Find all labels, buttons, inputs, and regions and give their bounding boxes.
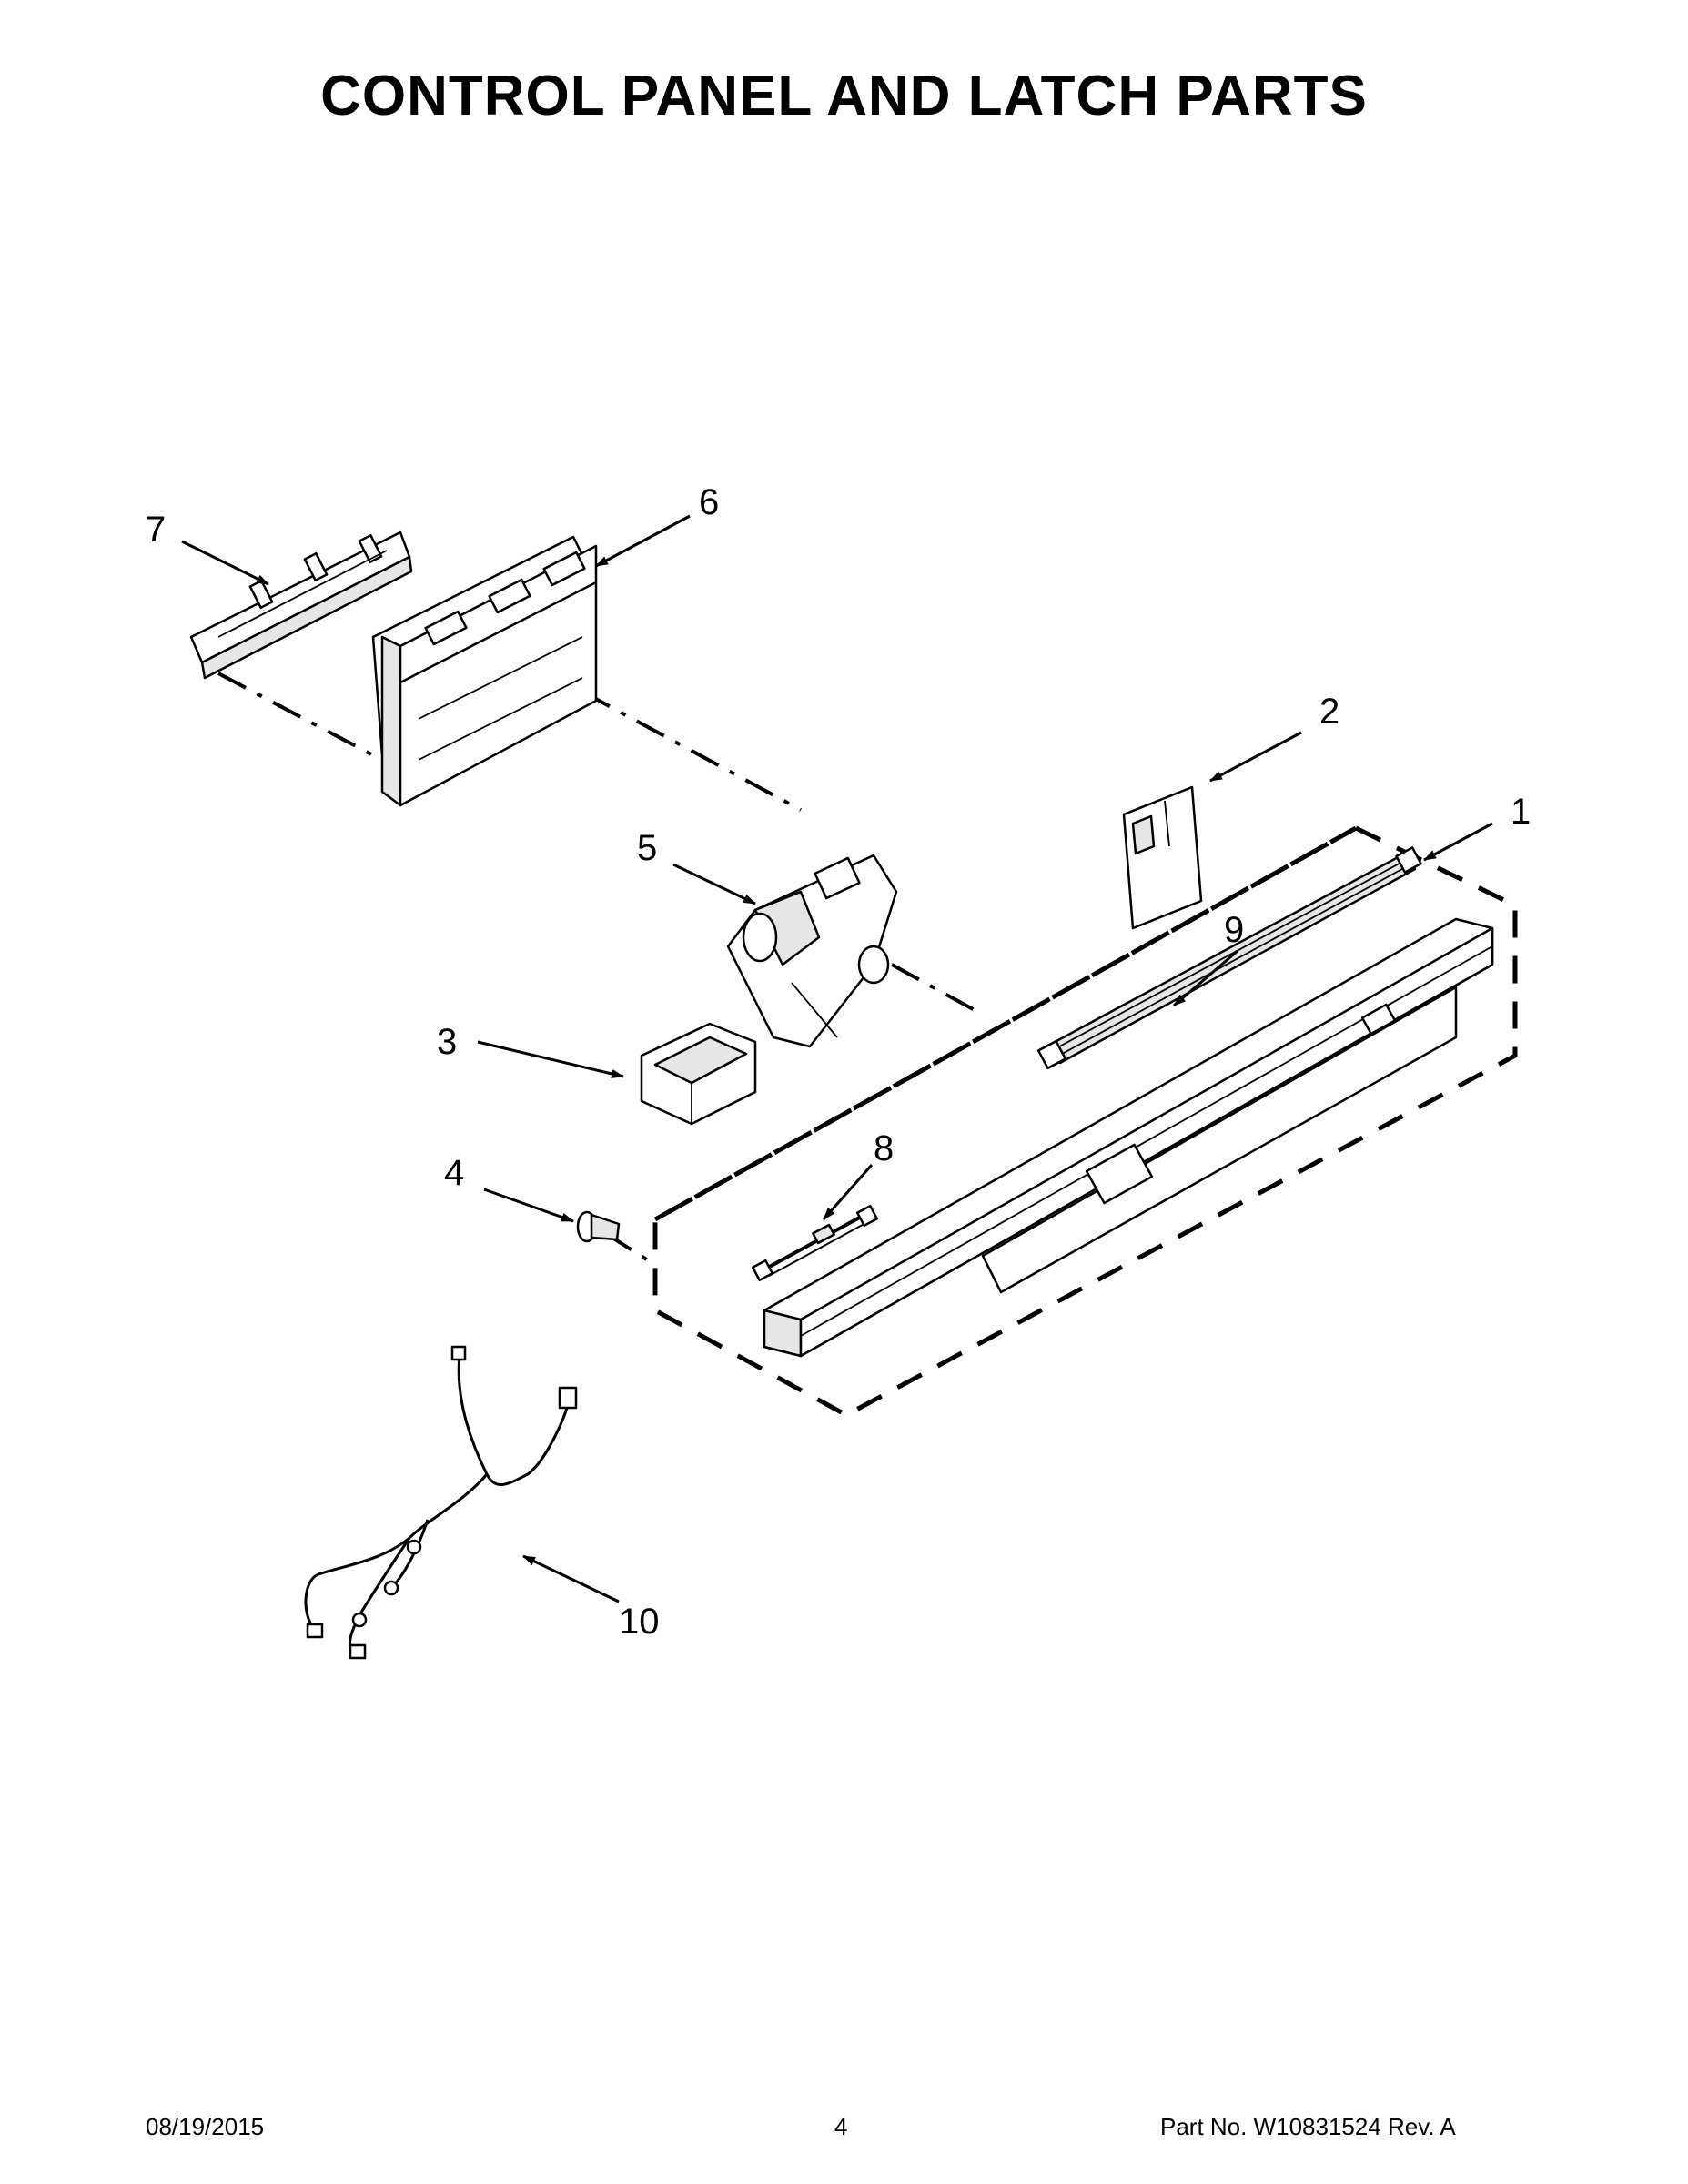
callout-5: 5	[637, 828, 657, 868]
part-1-control-panel	[763, 917, 1494, 1358]
callout-leaders	[181, 514, 1493, 1603]
part-5-latch	[726, 854, 898, 1048]
callout-9: 9	[1224, 910, 1244, 950]
part-2-bracket	[1122, 785, 1203, 930]
callout-1: 1	[1511, 792, 1531, 832]
callout-7: 7	[146, 510, 166, 550]
callout-6: 6	[699, 482, 719, 522]
part-3-bracket	[640, 1022, 757, 1126]
callout-3: 3	[437, 1022, 457, 1062]
callout-10: 10	[619, 1602, 660, 1642]
callout-2: 2	[1319, 692, 1339, 732]
part-6-control-housing	[371, 535, 598, 807]
part-8-harness	[751, 1204, 879, 1282]
footer-page-number: 4	[834, 2113, 848, 2140]
callout-8: 8	[874, 1128, 894, 1168]
callout-4: 4	[444, 1153, 464, 1193]
footer-part-number: Part No. W10831524 Rev. A	[1160, 2113, 1456, 2140]
part-4-screw	[576, 1210, 621, 1243]
footer-date: 08/19/2015	[146, 2113, 265, 2140]
part-7-bracket	[189, 531, 413, 680]
page-title: CONTROL PANEL AND LATCH PARTS	[320, 65, 1368, 127]
part-10-wire-harness	[304, 1345, 578, 1660]
part-9-ribbon-cable	[1036, 846, 1422, 1070]
